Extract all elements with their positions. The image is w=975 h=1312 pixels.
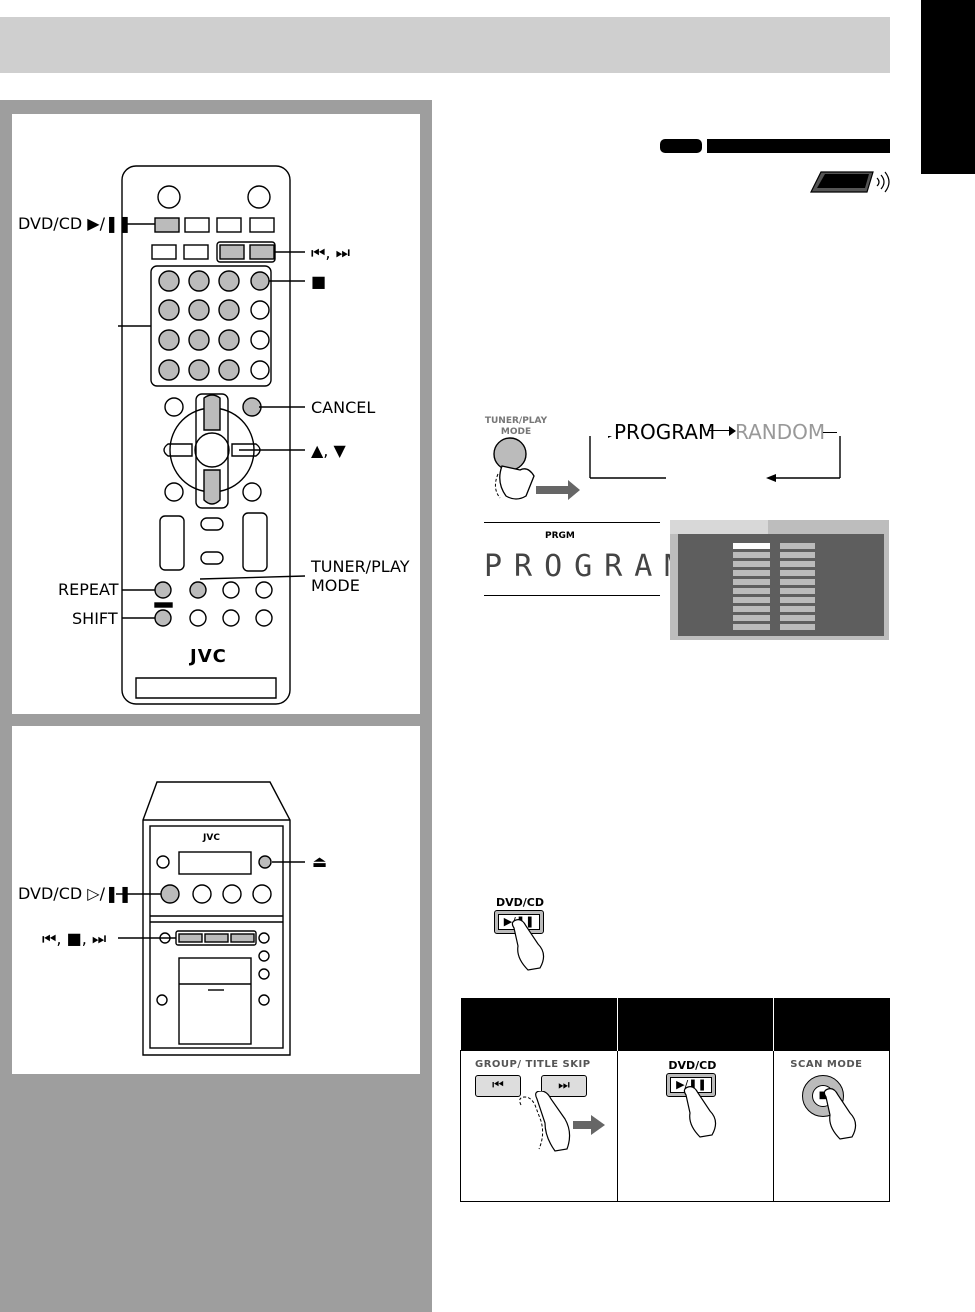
display-prgm-indicator: PRGM [545, 531, 575, 541]
scan-finger-icon [824, 1088, 857, 1140]
unit-brand-logo: JVC [203, 833, 220, 843]
table-finger-icon [684, 1086, 717, 1138]
label-tuner-play-mode: TUNER/PLAY MODE [311, 557, 410, 595]
flow-arrow-head [729, 426, 736, 436]
table-header-col1 [460, 998, 619, 1051]
dvdcd-caption: DVD/CD [668, 1059, 717, 1072]
table-header-col3 [773, 998, 890, 1051]
display-text: PROGRAM [484, 549, 695, 584]
header-bar [0, 17, 890, 73]
table-cell-play: DVD/CD ▶/❚❚ [617, 1050, 775, 1202]
pressing-finger-icon [511, 919, 545, 971]
group-title-skip-caption: GROUP/ TITLE SKIP [475, 1059, 591, 1070]
label-skip: ⏮, ⏭ [311, 243, 350, 262]
skip-back-button[interactable]: ⏮ [475, 1075, 521, 1097]
flow-random: RANDOM [735, 420, 826, 444]
remote-control-icon [810, 171, 890, 193]
label-dvdcd-play: DVD/CD ▶/❚❚ [18, 214, 132, 233]
label-stop: ■ [311, 272, 327, 291]
front-display [484, 522, 660, 596]
label-unit-skip-stop: ⏮, ■, ⏭ [42, 929, 107, 948]
label-unit-dvdcd-play: DVD/CD ▷/❚❚ [18, 884, 132, 903]
flow-program: PROGRAM [614, 420, 716, 444]
dvdcd-button-caption: DVD/CD [496, 896, 544, 909]
section-title-bar [707, 139, 890, 153]
remote-control-drawing [118, 165, 306, 705]
label-shift: SHIFT [72, 609, 118, 628]
finger-slide-icon [519, 1091, 605, 1152]
operations-table: GROUP/ TITLE SKIP ⏮ ⏭ DVD/CD ▶/❚❚ SCAN M… [459, 998, 890, 1202]
table-cell-skip: GROUP/ TITLE SKIP ⏮ ⏭ [459, 1050, 619, 1202]
main-unit-drawing [116, 781, 305, 1056]
flow-button-caption: TUNER/PLAY MODE [484, 416, 548, 437]
remote-brand-logo: JVC [190, 646, 227, 667]
flow-arrow-line [708, 430, 734, 432]
label-repeat: REPEAT [58, 580, 119, 599]
flow-return-line [823, 432, 837, 434]
play-mode-flow-diagram [493, 436, 841, 500]
table-header-col2 [617, 998, 775, 1051]
onscreen-tab [670, 520, 768, 534]
label-cancel: CANCEL [311, 398, 376, 417]
program-list-rows [733, 543, 815, 630]
scan-mode-caption: SCAN MODE [790, 1059, 863, 1070]
label-cursor-updown: ▲, ▼ [311, 441, 346, 460]
label-eject: ⏏ [312, 852, 328, 871]
section-badge [660, 139, 702, 153]
table-cell-stop: SCAN MODE ■ [773, 1050, 890, 1202]
skip-forward-button[interactable]: ⏭ [541, 1075, 587, 1097]
language-edge-tab [921, 0, 975, 174]
